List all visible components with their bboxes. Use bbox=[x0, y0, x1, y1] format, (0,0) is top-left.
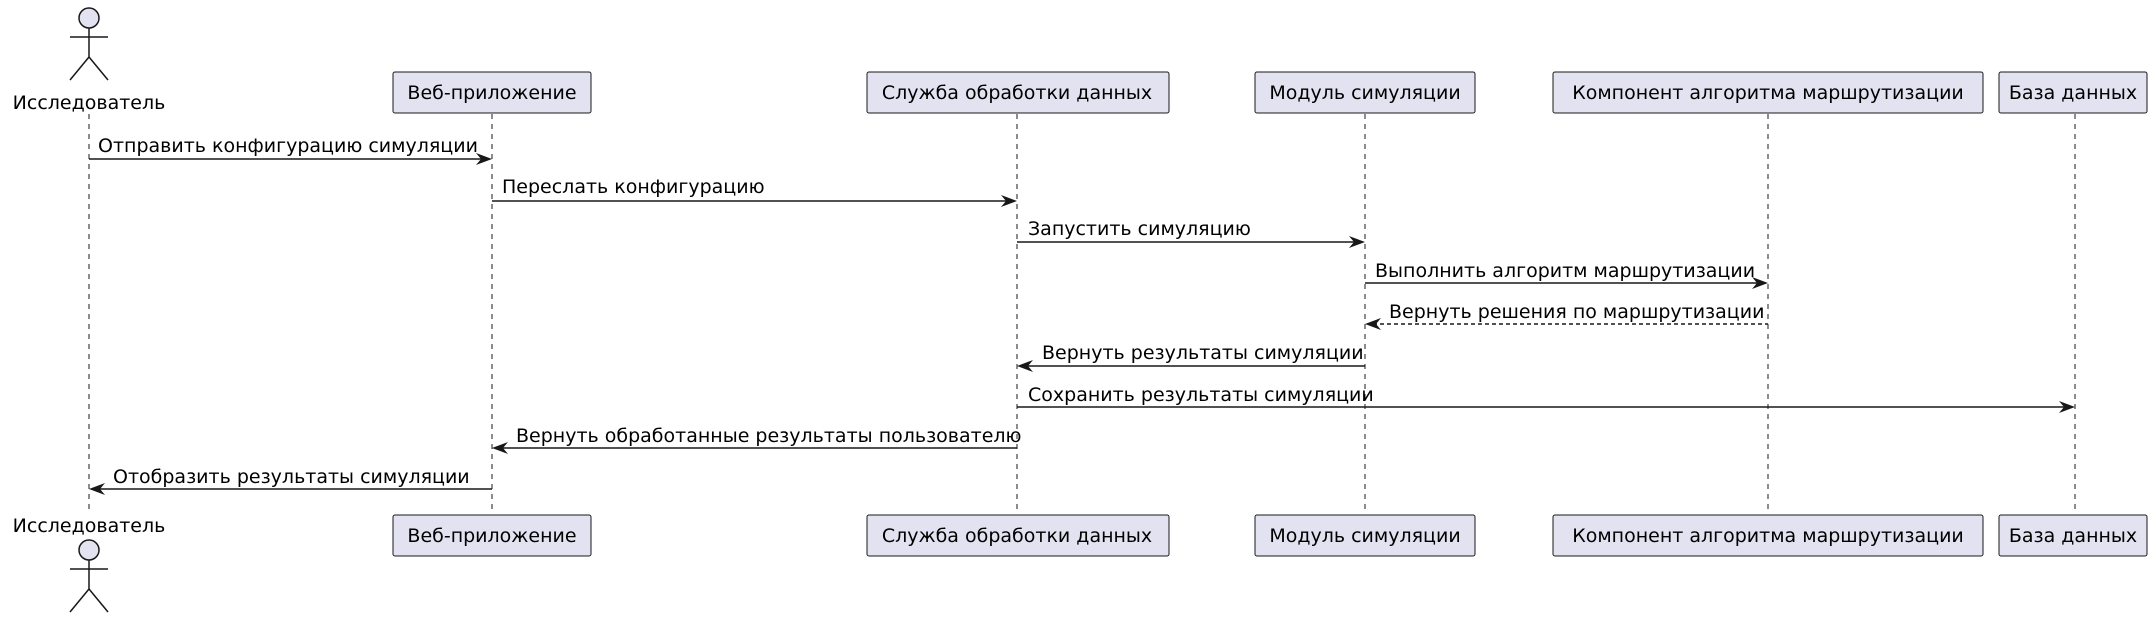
message-label: Вернуть результаты симуляции bbox=[1042, 342, 1364, 364]
actor-icon bbox=[69, 539, 109, 613]
arrowhead-left-icon bbox=[1017, 360, 1033, 372]
actor-label-researcher-bottom: Исследователь bbox=[13, 515, 166, 537]
arrowhead-left-icon bbox=[1365, 318, 1381, 330]
message-label: Вернуть решения по маршрутизации bbox=[1389, 301, 1764, 323]
participant-dataservice-top: Служба обработки данных bbox=[866, 71, 1170, 114]
participant-database-top: База данных bbox=[1998, 71, 2148, 114]
message-8: Вернуть обработанные результаты пользова… bbox=[492, 425, 1022, 454]
arrowhead-right-icon bbox=[1001, 195, 1017, 207]
arrowhead-left-icon bbox=[492, 442, 508, 454]
participant-label: База данных bbox=[2009, 525, 2137, 547]
message-label: Отправить конфигурацию симуляции bbox=[98, 135, 478, 157]
actor-label-researcher-top: Исследователь bbox=[13, 92, 166, 114]
participant-label: Веб-приложение bbox=[407, 82, 576, 104]
message-6: Вернуть результаты симуляции bbox=[1017, 342, 1365, 372]
message-3: Запустить симуляцию bbox=[1017, 218, 1365, 248]
message-5: Вернуть решения по маршрутизации bbox=[1365, 301, 1768, 330]
participant-webapp-bottom: Веб-приложение bbox=[392, 514, 592, 557]
participant-database-bottom: База данных bbox=[1998, 514, 2148, 557]
message-4: Выполнить алгоритм маршрутизации bbox=[1365, 260, 1768, 289]
participant-label: Веб-приложение bbox=[407, 525, 576, 547]
arrowhead-right-icon bbox=[476, 153, 492, 165]
participant-simmodule-bottom: Модуль симуляции bbox=[1254, 514, 1476, 557]
participant-label: База данных bbox=[2009, 82, 2137, 104]
arrowhead-right-icon bbox=[2059, 401, 2075, 413]
participant-routing-bottom: Компонент алгоритма маршрутизации bbox=[1552, 514, 1984, 557]
message-label: Запустить симуляцию bbox=[1028, 218, 1251, 240]
message-label: Отобразить результаты симуляции bbox=[113, 466, 470, 488]
actor-researcher-top: Исследователь bbox=[13, 7, 166, 114]
message-label: Выполнить алгоритм маршрутизации bbox=[1375, 260, 1755, 282]
message-2: Переслать конфигурацию bbox=[492, 176, 1017, 207]
participant-label: Модуль симуляции bbox=[1269, 525, 1460, 547]
message-1: Отправить конфигурацию симуляции bbox=[89, 135, 492, 165]
participant-dataservice-bottom: Служба обработки данных bbox=[866, 514, 1170, 557]
message-9: Отобразить результаты симуляции bbox=[89, 466, 492, 495]
participant-webapp-top: Веб-приложение bbox=[392, 71, 592, 114]
message-label: Вернуть обработанные результаты пользова… bbox=[516, 425, 1022, 447]
arrowhead-left-icon bbox=[89, 483, 105, 495]
message-7: Сохранить результаты симуляции bbox=[1017, 384, 2075, 413]
participant-simmodule-top: Модуль симуляции bbox=[1254, 71, 1476, 114]
participant-label: Модуль симуляции bbox=[1269, 82, 1460, 104]
participant-label: Компонент алгоритма маршрутизации bbox=[1572, 82, 1964, 104]
participant-routing-top: Компонент алгоритма маршрутизации bbox=[1552, 71, 1984, 114]
actor-researcher-bottom: Исследователь bbox=[13, 515, 166, 613]
participant-label: Служба обработки данных bbox=[882, 82, 1152, 104]
arrowhead-right-icon bbox=[1752, 277, 1768, 289]
message-label: Переслать конфигурацию bbox=[502, 176, 765, 198]
message-label: Сохранить результаты симуляции bbox=[1028, 384, 1374, 406]
participant-label: Компонент алгоритма маршрутизации bbox=[1572, 525, 1964, 547]
arrowhead-right-icon bbox=[1349, 236, 1365, 248]
actor-icon bbox=[69, 7, 109, 81]
participant-label: Служба обработки данных bbox=[882, 525, 1152, 547]
